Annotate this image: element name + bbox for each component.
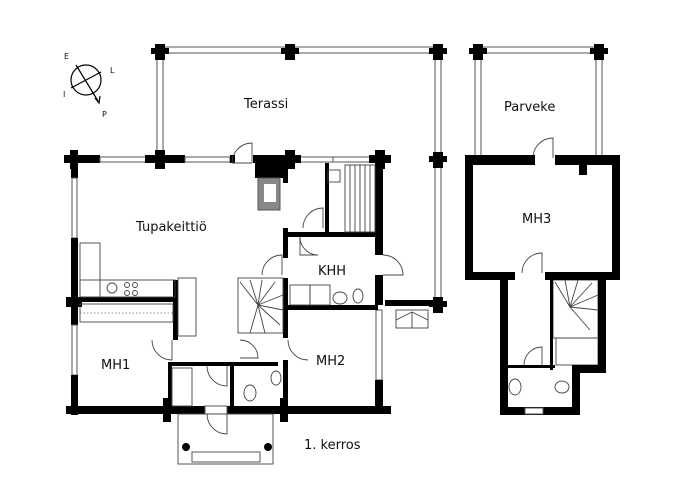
room-label-utility-room: KHH — [318, 264, 347, 279]
room-label-terrace: Terassi — [244, 97, 289, 112]
utility-room-fixtures — [289, 284, 364, 306]
kitchen-counters — [79, 242, 197, 337]
room-label-bedroom2: MH2 — [316, 354, 346, 369]
room-label-living-kitchen: Tupakeittiö — [136, 220, 207, 235]
room-label-bedroom1: MH1 — [101, 358, 131, 373]
terrace-structure — [151, 44, 447, 313]
terrace-steps — [395, 309, 429, 329]
staircase-annex — [552, 279, 599, 366]
floor-label: 1. kerros — [304, 438, 361, 453]
room-label-balcony: Parveke — [504, 100, 556, 115]
entrance-porch — [177, 413, 274, 465]
compass-label-west: L — [110, 66, 115, 75]
interior-walls — [78, 163, 378, 410]
wc-fixtures — [171, 367, 282, 407]
doors — [151, 137, 554, 435]
annex-walls — [465, 44, 620, 415]
compass-label-south: E — [64, 52, 70, 61]
compass-label-east: I — [63, 90, 66, 99]
room-label-bedroom3: MH3 — [522, 212, 552, 227]
sauna-benches — [327, 164, 376, 233]
main-building-walls — [64, 150, 435, 422]
compass-label-north: P — [102, 110, 107, 119]
compass-icon — [70, 64, 102, 105]
staircase-main — [237, 277, 284, 334]
